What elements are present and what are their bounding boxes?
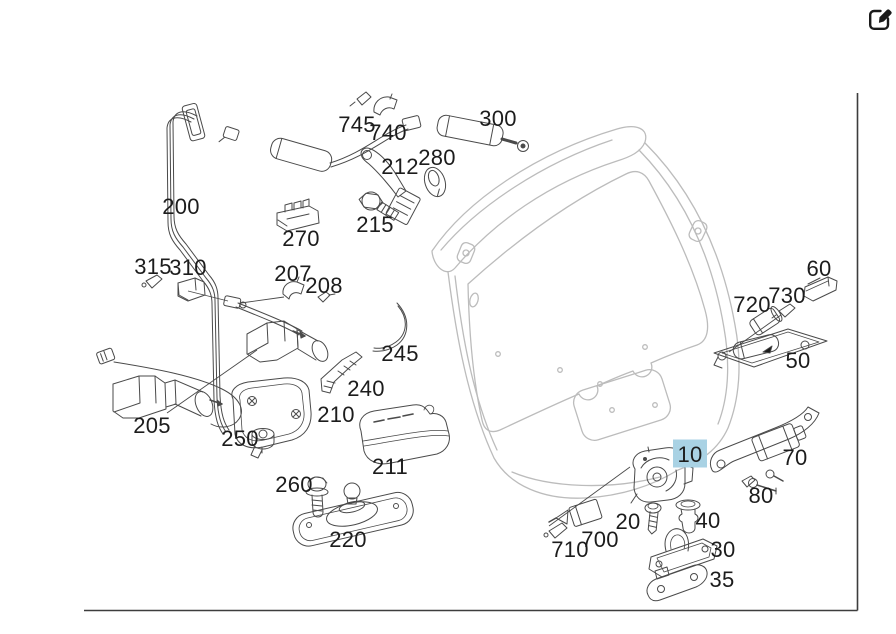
part-label-207[interactable]: 207	[274, 261, 312, 286]
highlighted-label-box	[673, 439, 707, 468]
part-315-clip	[141, 274, 163, 289]
part-270-connector-block	[276, 198, 320, 232]
part-35-shim	[646, 564, 708, 602]
part-20-screw	[644, 502, 662, 535]
part-label-60[interactable]: 60	[806, 256, 831, 281]
part-label-270[interactable]: 270	[282, 226, 320, 251]
part-label-215[interactable]: 215	[356, 212, 394, 237]
part-212-bracket-arm	[360, 147, 421, 225]
part-30-latch	[648, 528, 718, 580]
part-50-lock-plate	[713, 328, 828, 369]
part-745-clip	[349, 91, 372, 107]
leader-lines	[166, 290, 782, 527]
part-label-720[interactable]: 720	[733, 292, 771, 317]
part-label-710[interactable]: 710	[551, 537, 589, 562]
part-220-striker-plate	[292, 482, 414, 547]
part-80-pin	[741, 475, 777, 495]
part-label-310[interactable]: 310	[169, 255, 207, 280]
part-label-260[interactable]: 260	[275, 472, 313, 497]
part-label-20[interactable]: 20	[615, 509, 640, 534]
part-740-bracket	[373, 93, 398, 116]
part-240-bracket	[320, 351, 363, 394]
part-60-connector	[803, 276, 838, 302]
part-label-220[interactable]: 220	[329, 527, 367, 552]
part-label-50[interactable]: 50	[785, 348, 810, 373]
part-label-212[interactable]: 212	[381, 154, 419, 179]
part-200-vacuum-harness	[166, 102, 303, 435]
part-215-bolt	[358, 191, 400, 221]
part-label-245[interactable]: 245	[381, 341, 419, 366]
part-205-actuator	[96, 347, 242, 428]
part-720-actuator	[749, 306, 783, 336]
part-label-280[interactable]: 280	[418, 145, 456, 170]
diagram-frame-border	[84, 93, 859, 612]
part-700-switch	[548, 498, 603, 527]
part-245-cable	[372, 302, 408, 352]
tailgate-outline-drawing	[431, 126, 740, 499]
part-260-bolt	[305, 476, 329, 518]
part-label-205[interactable]: 205	[133, 413, 171, 438]
part-label-208[interactable]: 208	[305, 273, 343, 298]
part-label-740[interactable]: 740	[369, 120, 407, 145]
part-label-730[interactable]: 730	[768, 283, 806, 308]
part-label-10[interactable]: 10	[677, 442, 702, 467]
part-310-switch	[177, 277, 206, 302]
part-label-250[interactable]: 250	[221, 426, 259, 451]
part-211-cover	[359, 404, 450, 465]
part-label-70[interactable]: 70	[782, 445, 807, 470]
part-label-40[interactable]: 40	[695, 508, 720, 533]
parts-drawings	[96, 91, 838, 602]
part-207-clip	[282, 276, 305, 300]
part-710-clip	[543, 522, 568, 539]
part-label-700[interactable]: 700	[581, 527, 619, 552]
part-label-240[interactable]: 240	[347, 376, 385, 401]
part-250-grommet	[251, 428, 275, 450]
part-40-rivet	[675, 499, 701, 534]
edit-icon[interactable]	[869, 9, 892, 30]
part-label-211[interactable]: 211	[372, 454, 408, 479]
part-label-210[interactable]: 210	[317, 402, 355, 427]
part-label-745[interactable]: 745	[338, 112, 376, 137]
part-label-80[interactable]: 80	[748, 483, 773, 508]
part-label-300[interactable]: 300	[479, 106, 517, 131]
part-label-315[interactable]: 315	[134, 254, 172, 279]
part-label-35[interactable]: 35	[709, 567, 734, 592]
part-210-housing	[231, 377, 312, 459]
part-label-30[interactable]: 30	[710, 537, 735, 562]
part-300-bowden-cable	[270, 114, 529, 172]
part-208-clip	[317, 291, 336, 303]
central-actuator-drawing	[246, 320, 329, 363]
part-280-grommet	[423, 166, 447, 198]
part-70-bracket	[709, 406, 820, 482]
part-label-200[interactable]: 200	[162, 194, 200, 219]
